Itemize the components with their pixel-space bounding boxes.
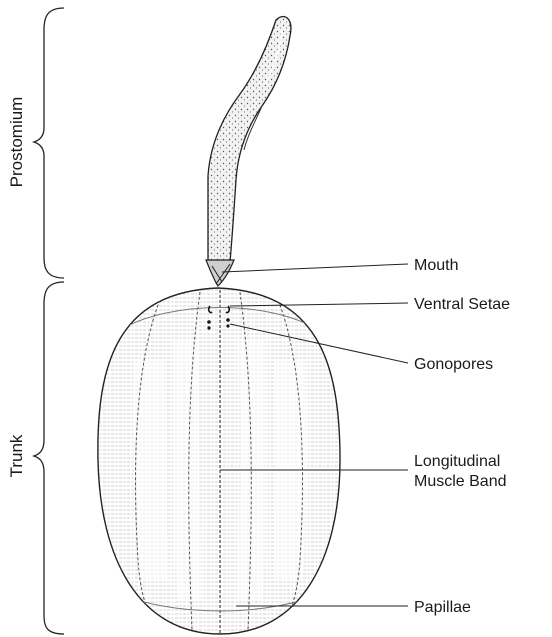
prostomium-label: Prostomium — [7, 97, 26, 188]
trunk-label: Trunk — [7, 434, 26, 477]
mouth-leader — [222, 264, 408, 272]
ventral-setae-label: Ventral Setae — [414, 296, 510, 313]
papillae-label: Papillae — [414, 599, 471, 616]
longitudinal-muscle-band-label-line-2: Muscle Band — [414, 473, 507, 490]
prostomium-brace — [34, 8, 64, 278]
gonopores-label: Gonopores — [414, 356, 493, 373]
prostomium-illustration — [206, 17, 291, 286]
trunk-brace — [34, 282, 64, 634]
mouth-label: Mouth — [414, 257, 458, 274]
longitudinal-muscle-band-label: Longitudinal Muscle Band — [414, 453, 507, 490]
longitudinal-muscle-band-label-line-1: Longitudinal — [414, 453, 500, 470]
